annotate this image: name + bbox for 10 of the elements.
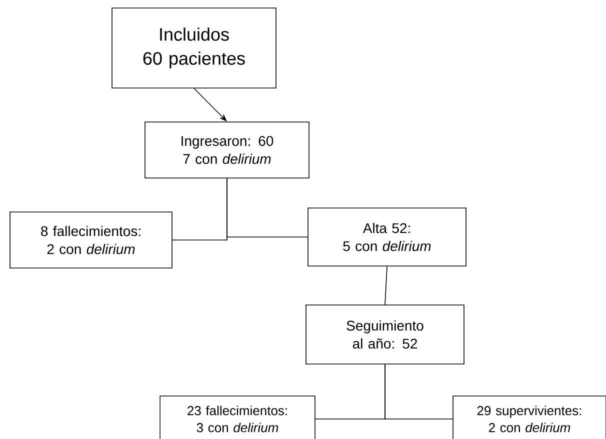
process-box: 29 supervivientes: 2 con delirium bbox=[452, 396, 606, 439]
connector-line bbox=[384, 266, 388, 305]
process-box: Seguimiento al año: 52 bbox=[306, 304, 464, 364]
process-box: 23 fallecimientos: 3 con delirium bbox=[160, 396, 316, 439]
process-box: Ingresaron: 60 7 con delirium bbox=[144, 122, 310, 178]
connector-line bbox=[226, 178, 308, 238]
process-box: Alta 52: 5 con delirium bbox=[308, 208, 466, 266]
process-box: Incluidos 60 pacientes bbox=[112, 8, 276, 88]
process-box: 8 fallecimientos: 2 con delirium bbox=[10, 212, 172, 268]
connector-line bbox=[384, 364, 453, 420]
